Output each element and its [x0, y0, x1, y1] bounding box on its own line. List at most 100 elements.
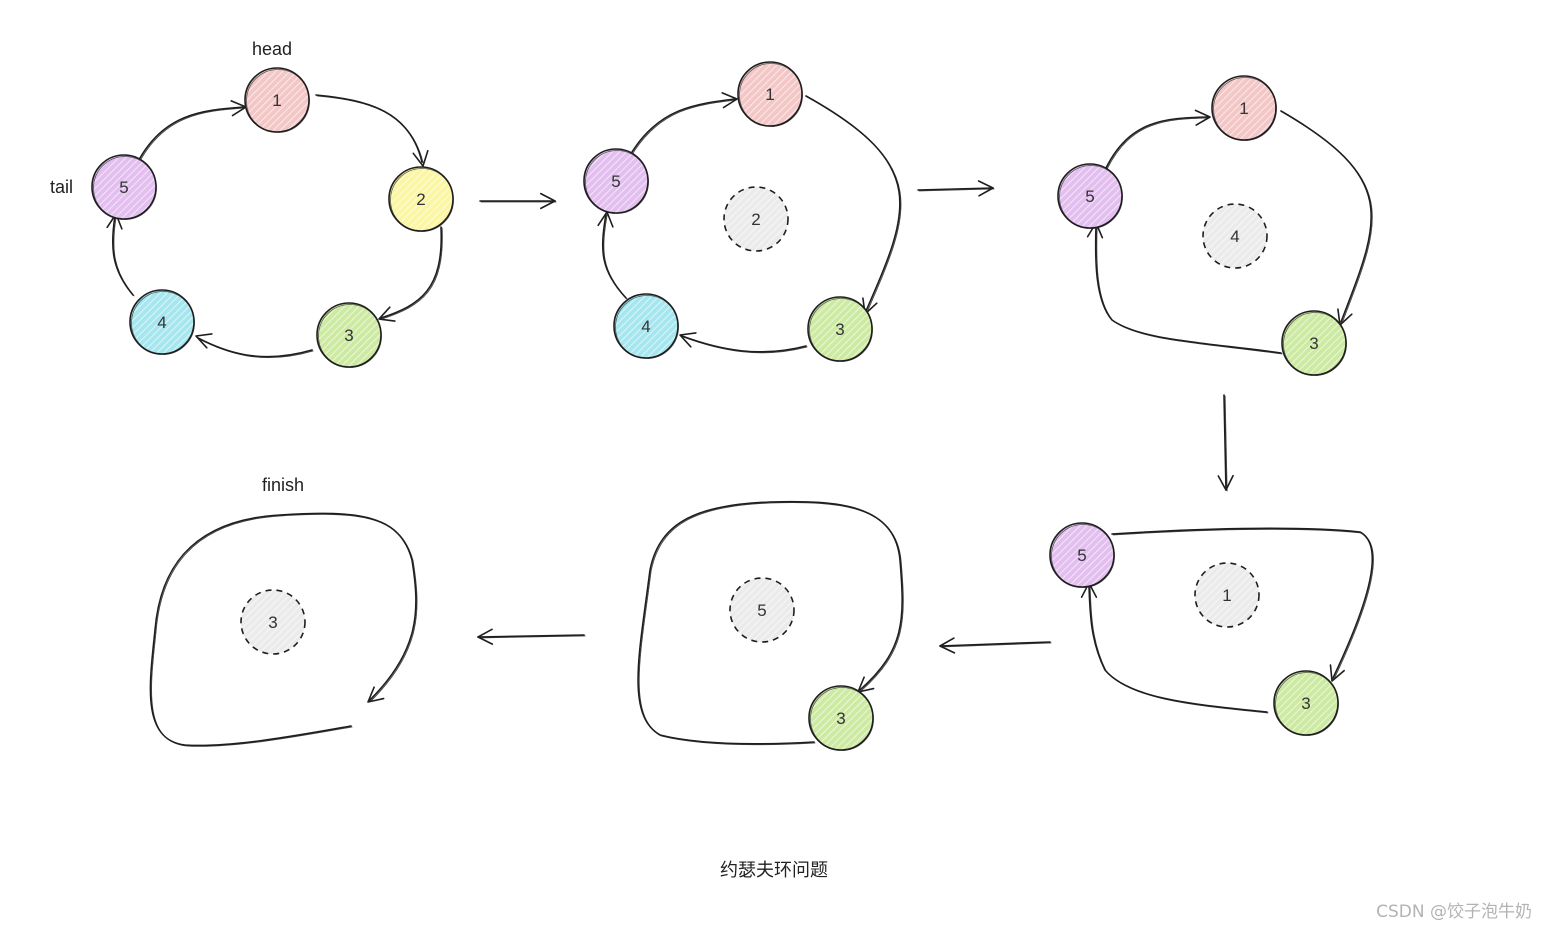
stage-arrow-5-to-6-head [477, 628, 494, 645]
node-outline-sketch [585, 150, 649, 214]
node-hatch [738, 62, 802, 126]
edge-2-to-3 [380, 226, 442, 319]
node-outline [129, 289, 195, 355]
edge-s2-3-to-4-sketch [682, 336, 808, 354]
edge-s3-3-to-5-sketch [1096, 226, 1283, 355]
node-outline [723, 186, 789, 252]
stage-arrow-2-to-3-head [977, 180, 994, 197]
node-5: 5 [91, 154, 157, 220]
node-outline-sketch [739, 63, 803, 127]
node-hatch [724, 187, 788, 251]
edge-s4-5-to-3 [1111, 527, 1374, 679]
edge-s2-4-to-5 [601, 213, 627, 299]
node-outline [91, 154, 157, 220]
edge-s3-1-to-3 [1280, 110, 1373, 323]
node-outline [583, 148, 649, 214]
node-label: 1 [1239, 99, 1248, 118]
node-outline [1194, 562, 1260, 628]
diagram-caption: 约瑟夫环问题 [720, 860, 828, 881]
stage-arrow-4-to-5 [939, 641, 1051, 647]
arrowhead-2-to-3 [378, 306, 396, 322]
node-outline-sketch [809, 298, 873, 362]
node-outline-sketch [318, 304, 382, 368]
node-outline [1211, 75, 1277, 141]
node-outline [729, 577, 795, 643]
node-label: 3 [268, 613, 277, 632]
edge-s5-3-to-3-sketch [638, 502, 904, 746]
node-hatch [809, 686, 873, 750]
edge-s6-3-to-3-sketch [151, 513, 418, 747]
node-5: 5 [583, 148, 649, 214]
node-hatch [1058, 164, 1122, 228]
node-outline [807, 296, 873, 362]
node-label: 1 [272, 91, 281, 110]
node-outline-sketch [1275, 672, 1339, 736]
node-3: 3 [1281, 310, 1347, 376]
node-3: 3 [807, 296, 873, 362]
arrowhead-s6-3-to-3 [367, 686, 385, 703]
node-3: 3 [1273, 670, 1339, 736]
node-hatch [584, 149, 648, 213]
node-hatch [1282, 311, 1346, 375]
edge-3-to-4-sketch [198, 338, 314, 359]
node-hatch [389, 167, 453, 231]
stage-arrow-3-to-4-head [1217, 474, 1234, 491]
node-3: 3 [240, 589, 306, 655]
node-label: 4 [641, 317, 650, 336]
node-3: 3 [808, 685, 874, 751]
node-hatch [808, 297, 872, 361]
node-outline-sketch [390, 168, 454, 232]
node-5: 5 [1049, 522, 1115, 588]
node-outline-sketch [1051, 524, 1115, 588]
node-label: 5 [1085, 187, 1094, 206]
node-5: 5 [1057, 163, 1123, 229]
edge-4-to-5 [111, 215, 134, 296]
node-outline [1281, 310, 1347, 376]
edge-s3-1-to-3-sketch [1281, 111, 1373, 324]
arrowhead-3-to-4 [195, 333, 213, 349]
edge-5-to-1 [139, 106, 245, 159]
node-outline-sketch [93, 156, 157, 220]
node-label: 5 [119, 178, 128, 197]
node-label: 5 [1077, 546, 1086, 565]
node-outline-sketch [131, 291, 195, 355]
stage-arrow-4-to-5-head [939, 637, 956, 654]
stage-arrow-2-to-3 [917, 187, 994, 191]
node-hatch [1050, 523, 1114, 587]
node-label: 2 [416, 190, 425, 209]
node-outline-sketch [246, 69, 310, 133]
node-hatch [1274, 671, 1338, 735]
node-outline [1049, 522, 1115, 588]
edge-s2-4-to-5-sketch [603, 214, 628, 300]
node-outline [316, 302, 382, 368]
node-hatch [1195, 563, 1259, 627]
edge-s2-5-to-1-sketch [632, 99, 737, 154]
node-1: 1 [737, 61, 803, 127]
edge-3-to-4 [197, 337, 313, 358]
node-hatch [92, 155, 156, 219]
node-outline [388, 166, 454, 232]
node-label: 5 [611, 172, 620, 191]
node-label: 3 [1301, 694, 1310, 713]
node-4: 4 [1202, 203, 1268, 269]
edge-s2-1-to-3 [805, 95, 901, 312]
node-label: 3 [835, 320, 844, 339]
arrowhead-s2-3-to-4 [679, 332, 697, 348]
node-2: 2 [388, 166, 454, 232]
edge-s2-3-to-4 [681, 335, 807, 353]
node-label: 4 [1230, 227, 1239, 246]
stage-arrow-5-to-6 [477, 634, 585, 638]
node-outline [1273, 670, 1339, 736]
edges [106, 92, 1374, 747]
node-outline [613, 293, 679, 359]
node-hatch [241, 590, 305, 654]
node-5: 5 [729, 577, 795, 643]
edge-5-to-1-sketch [140, 107, 246, 160]
node-outline [1057, 163, 1123, 229]
node-1: 1 [1194, 562, 1260, 628]
arrowhead-s2-5-to-1 [721, 92, 738, 109]
edge-s4-3-to-5-sketch [1089, 586, 1269, 714]
arrowhead-s4-5-to-3 [1329, 664, 1345, 682]
node-label: 1 [765, 85, 774, 104]
